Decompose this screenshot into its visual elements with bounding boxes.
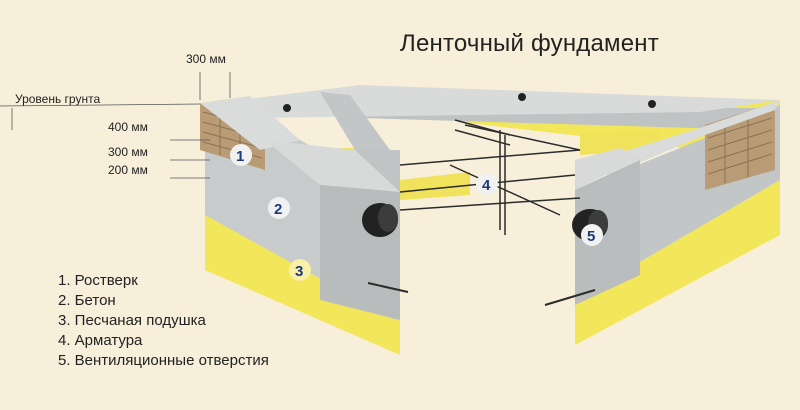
callout-3: 3 bbox=[289, 259, 311, 281]
legend-item-concrete: 2. Бетон bbox=[58, 292, 116, 309]
width-dimension-label: 300 мм bbox=[186, 52, 226, 66]
left-inner-wall bbox=[320, 92, 390, 150]
height-200-label: 200 мм bbox=[108, 163, 148, 177]
callout-5: 5 bbox=[581, 224, 603, 246]
ground-level-label: Уровень грунта bbox=[15, 92, 101, 106]
svg-text:3: 3 bbox=[295, 263, 303, 280]
right-wing bbox=[400, 100, 780, 345]
right-pier-top bbox=[575, 148, 640, 190]
legend-item-sand-cushion: 3. Песчаная подушка bbox=[58, 312, 206, 329]
left-pier-side bbox=[355, 150, 400, 192]
dimension-lines bbox=[0, 72, 231, 179]
vent-hole-icon bbox=[283, 104, 291, 112]
svg-text:4: 4 bbox=[482, 177, 491, 194]
callout-1: 1 bbox=[230, 144, 252, 166]
left-pier-top bbox=[265, 140, 400, 192]
svg-text:1: 1 bbox=[236, 148, 244, 165]
callout-4: 4 bbox=[476, 173, 498, 195]
legend: 1. Ростверк 2. Бетон 3. Песчаная подушка… bbox=[58, 271, 269, 371]
legend-item-rostverk: 1. Ростверк bbox=[58, 272, 138, 289]
legend-item-vent-holes: 5. Вентиляционные отверстия bbox=[58, 352, 269, 369]
svg-text:5: 5 bbox=[587, 228, 595, 245]
vent-hole-icon bbox=[518, 93, 526, 101]
height-300-label: 300 мм bbox=[108, 145, 148, 159]
callout-2: 2 bbox=[268, 197, 290, 219]
svg-text:2: 2 bbox=[274, 201, 282, 218]
diagram-title: Ленточный фундамент bbox=[400, 30, 659, 57]
left-wall-top bbox=[200, 96, 300, 150]
height-400-label: 400 мм bbox=[108, 120, 148, 134]
inner-sand-strip bbox=[400, 172, 470, 200]
right-sand bbox=[575, 180, 780, 345]
vent-hole-icon bbox=[648, 100, 656, 108]
right-pier-face bbox=[575, 160, 640, 305]
legend-item-rebar: 4. Арматура bbox=[58, 332, 143, 349]
